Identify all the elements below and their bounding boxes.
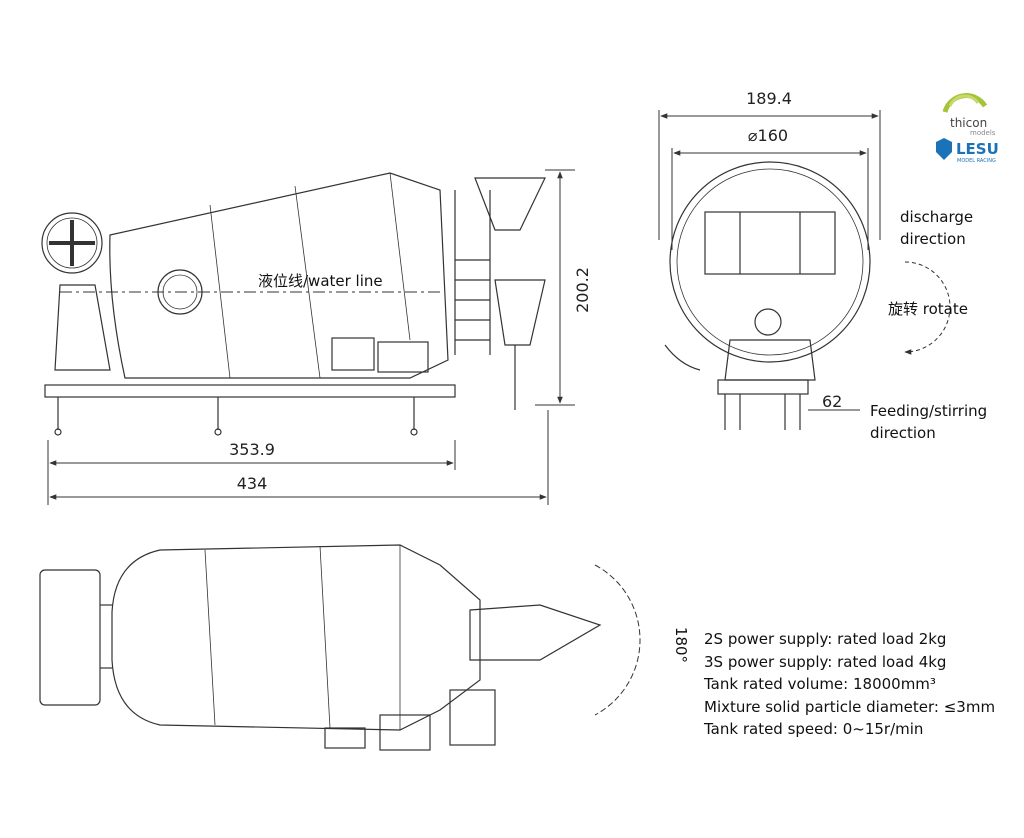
front-support <box>724 339 816 381</box>
gearbox <box>377 341 429 373</box>
discharge-chute <box>494 279 546 346</box>
spec-item: 3S power supply: rated load 4kg <box>704 652 947 671</box>
thicon-wordmark: thicon <box>950 116 987 130</box>
lesu-subtitle: MODEL RACING <box>957 158 996 164</box>
side-view-dimensions <box>47 169 575 505</box>
spec-item: Mixture solid particle diameter: ≤3mm <box>704 697 996 716</box>
front-view-dimensions <box>658 110 881 411</box>
lesu-logo: LESU MODEL RACING <box>936 138 999 164</box>
width-dimension-label: 189.4 <box>746 89 792 108</box>
mixer-drum <box>109 172 449 379</box>
height-dimension-label: 200.2 <box>573 267 592 313</box>
spec-item: Tank rated speed: 0~15r/min <box>704 720 924 738</box>
thicon-subtitle: models <box>970 129 996 137</box>
wheelbase-dimension-label: 353.9 <box>229 440 275 459</box>
swing-arc <box>594 564 641 716</box>
rear-support <box>54 284 111 371</box>
lesu-wordmark: LESU <box>956 140 999 158</box>
length-dimension-label: 434 <box>237 474 268 493</box>
feed-hopper <box>474 177 546 231</box>
water-tank-top <box>39 569 101 706</box>
rotation-arrow <box>904 261 951 355</box>
rotate-label: 旋转 rotate <box>888 300 968 318</box>
tank-block <box>704 211 836 275</box>
spec-list: 2S power supply: rated load 2kg 3S power… <box>704 628 995 741</box>
offset-dimension-label: 62 <box>822 392 842 411</box>
water-line-label: 液位线/water line <box>258 272 383 290</box>
discharge-chute-top <box>469 604 602 661</box>
base-frame <box>44 384 456 398</box>
discharge-label-line2: direction <box>900 230 966 248</box>
ladder-platform-top <box>449 689 496 746</box>
water-tank-end <box>41 212 103 274</box>
lion-head-icon <box>936 138 952 160</box>
diameter-dimension-label: ⌀160 <box>748 126 788 145</box>
discharge-label-line1: discharge <box>900 208 973 226</box>
spec-item: Tank rated volume: 18000mm³ <box>704 675 936 693</box>
swing-angle-label: 180° <box>672 627 690 663</box>
spec-item: 2S power supply: rated load 2kg <box>704 630 947 648</box>
motor-housing <box>331 337 375 371</box>
drum-front-outline <box>669 161 871 363</box>
side-view <box>41 172 546 436</box>
top-view <box>39 544 602 751</box>
drum-top <box>111 544 481 731</box>
drive-hub <box>754 308 782 336</box>
front-base-frame <box>717 379 809 395</box>
feeding-label-line1: Feeding/stirring <box>870 402 987 420</box>
feeding-label-line2: direction <box>870 424 936 442</box>
thicon-logo: thicon models <box>942 93 996 137</box>
front-view <box>664 161 871 430</box>
